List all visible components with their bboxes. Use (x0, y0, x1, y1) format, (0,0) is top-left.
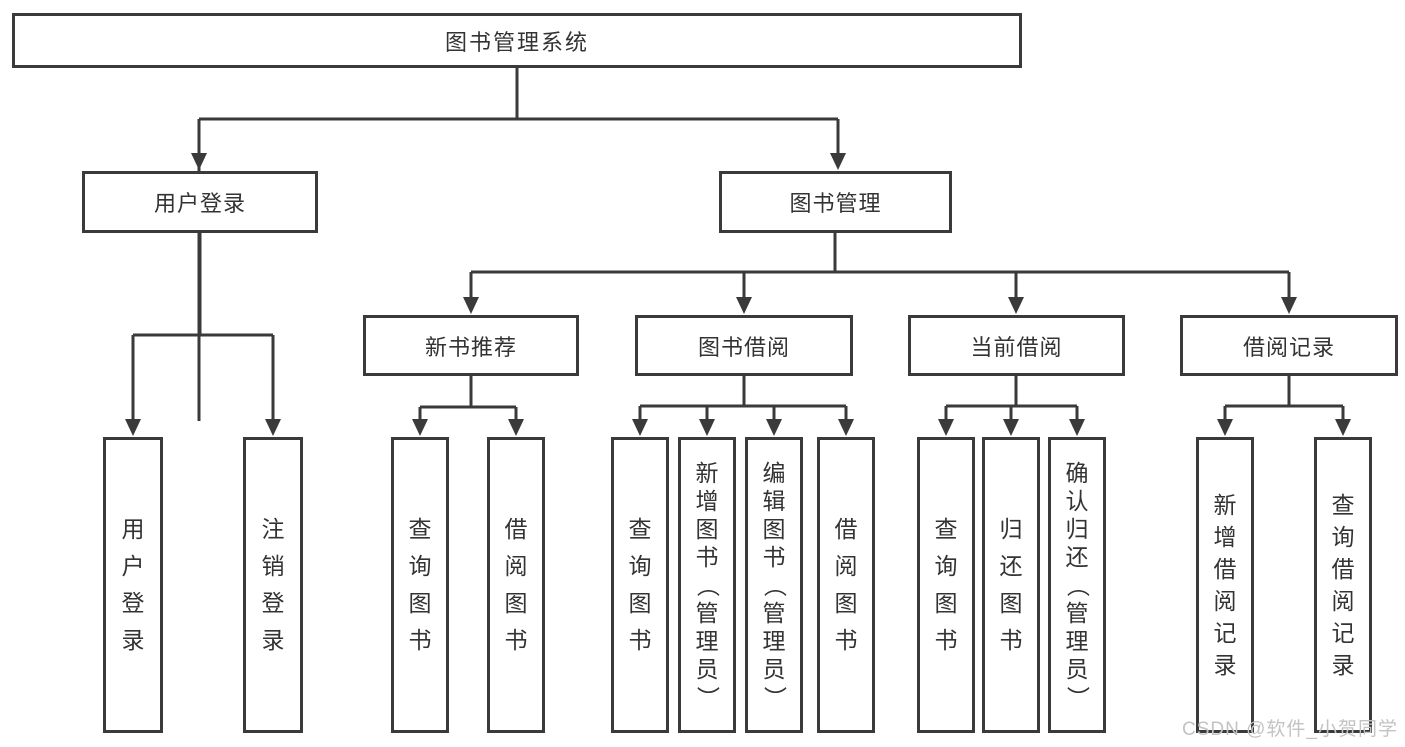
node-user-login-branch: 用户登录 (82, 171, 318, 233)
leaf-borrow-query: 查询图书 (611, 437, 669, 733)
leaf-borrow-borrow-label: 借阅图书 (834, 516, 858, 653)
leaf-records-add: 新增借阅记录 (1196, 437, 1254, 733)
leaf-newbooks-query-label: 查询图书 (408, 516, 432, 653)
leaf-borrow-borrow: 借阅图书 (817, 437, 875, 733)
borrow-label: 图书借阅 (697, 334, 790, 360)
leaf-newbooks-query: 查询图书 (391, 437, 449, 733)
node-book-mgmt-branch: 图书管理 (719, 171, 952, 233)
arrowheads (125, 153, 1351, 436)
leaf-user-login: 用户登录 (103, 437, 163, 733)
leaf-current-confirm: 确认归还（管理员） (1048, 437, 1106, 733)
leaf-current-query: 查询图书 (917, 437, 975, 733)
node-new-books: 新书推荐 (363, 315, 579, 376)
book-mgmt-branch-label: 图书管理 (789, 191, 882, 216)
leaf-records-query-label: 查询借阅记录 (1331, 491, 1355, 678)
leaf-user-login-label: 用户登录 (121, 516, 145, 653)
root-label: 图书管理系统 (444, 29, 589, 55)
leaf-borrow-add-label: 新增图书（管理员） (694, 459, 721, 709)
leaf-borrow-edit: 编辑图书（管理员） (745, 437, 803, 733)
current-label: 当前借阅 (970, 334, 1063, 360)
leaf-newbooks-borrow: 借阅图书 (487, 437, 545, 733)
new-books-label: 新书推荐 (424, 334, 517, 360)
leaf-current-confirm-label: 确认归还（管理员） (1064, 459, 1091, 709)
leaf-current-return-label: 归还图书 (999, 516, 1023, 653)
node-borrow: 图书借阅 (635, 315, 853, 376)
leaf-current-query-label: 查询图书 (934, 516, 958, 653)
leaf-records-add-label: 新增借阅记录 (1213, 491, 1237, 678)
leaf-borrow-query-label: 查询图书 (628, 516, 652, 653)
records-label: 借阅记录 (1242, 334, 1335, 360)
user-login-branch-label: 用户登录 (153, 191, 246, 216)
leaf-records-query: 查询借阅记录 (1314, 437, 1372, 733)
node-root: 图书管理系统 (12, 13, 1022, 68)
leaf-logout-label: 注销登录 (261, 516, 285, 653)
node-records: 借阅记录 (1180, 315, 1398, 376)
leaf-current-return: 归还图书 (982, 437, 1040, 733)
leaf-borrow-edit-label: 编辑图书（管理员） (761, 459, 788, 709)
leaf-borrow-add: 新增图书（管理员） (678, 437, 736, 733)
csdn-watermark: CSDN @软件_小贺同学 (1182, 719, 1398, 740)
leaf-logout: 注销登录 (243, 437, 303, 733)
leaf-newbooks-borrow-label: 借阅图书 (504, 516, 528, 653)
node-current: 当前借阅 (908, 315, 1125, 376)
